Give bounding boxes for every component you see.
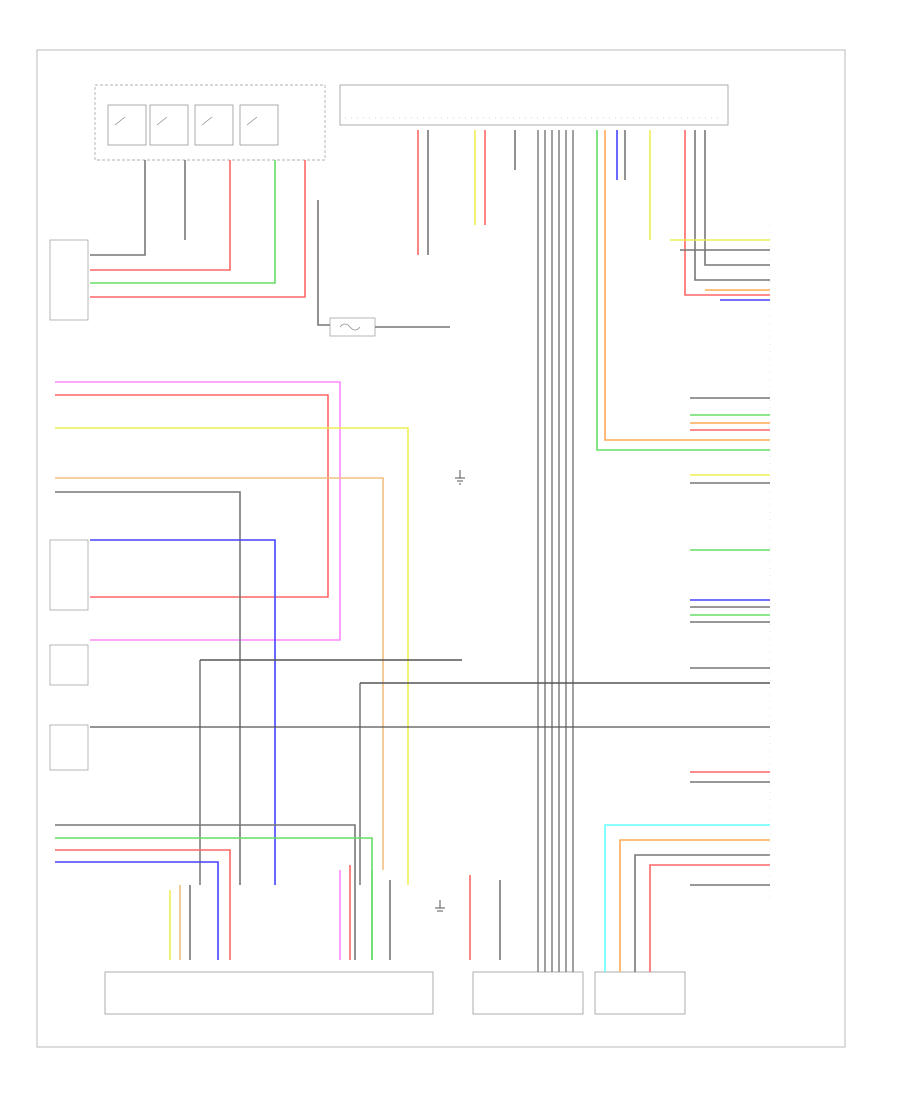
wire-red bbox=[55, 394, 329, 598]
wire-red bbox=[90, 160, 231, 271]
left-connector-2 bbox=[49, 539, 89, 611]
left-connector-3 bbox=[49, 644, 89, 686]
wire-blue bbox=[90, 539, 276, 885]
ground-symbol bbox=[435, 470, 465, 912]
wire-gray bbox=[634, 854, 770, 972]
switch-block bbox=[94, 84, 326, 161]
wire-green bbox=[55, 837, 373, 960]
steering-lock-box bbox=[472, 971, 584, 1015]
wire-red bbox=[90, 160, 306, 298]
left-connector-1 bbox=[49, 239, 89, 321]
diagram-frame bbox=[36, 49, 846, 1048]
wire-blue bbox=[55, 861, 219, 960]
top-connector-header bbox=[339, 84, 729, 126]
wire-pink bbox=[55, 381, 341, 641]
wire-gray bbox=[90, 160, 146, 256]
wire-gray bbox=[55, 824, 356, 960]
wire-red bbox=[684, 130, 770, 296]
wire-gray bbox=[704, 130, 770, 266]
wire-gray bbox=[694, 130, 770, 281]
wire-tan bbox=[55, 477, 384, 870]
wire-red bbox=[55, 849, 231, 960]
wire-gray bbox=[317, 200, 330, 326]
wire-yellow bbox=[55, 427, 409, 885]
wire-red bbox=[649, 864, 770, 972]
wire-green bbox=[596, 130, 770, 451]
wire-orange bbox=[619, 839, 770, 972]
wire-group bbox=[55, 130, 770, 972]
wire-gray bbox=[55, 491, 241, 885]
power-mgmt-box bbox=[594, 971, 686, 1015]
wire-cyan bbox=[604, 824, 770, 972]
wire-green bbox=[90, 160, 276, 284]
wire-orange bbox=[604, 130, 770, 441]
left-connector-4 bbox=[49, 724, 89, 771]
body-ecu-box bbox=[104, 971, 434, 1015]
fuse-block bbox=[329, 317, 376, 337]
